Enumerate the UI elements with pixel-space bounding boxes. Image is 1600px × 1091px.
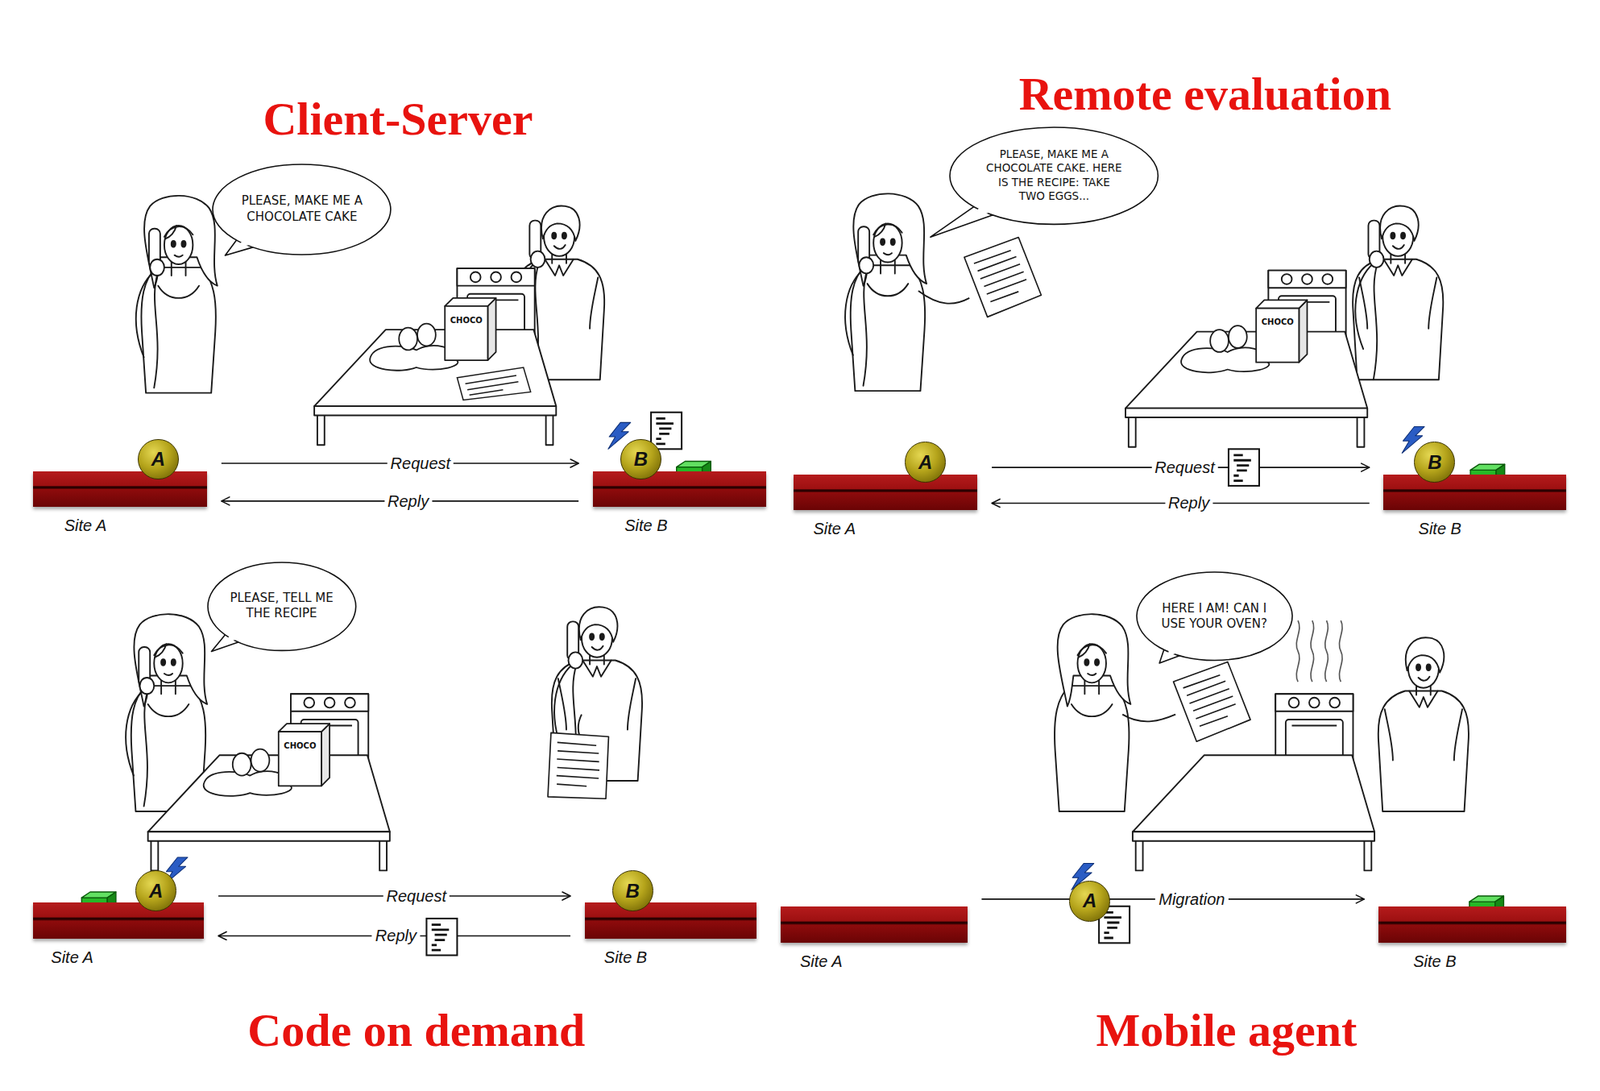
box-label-holder: CHOCO: [1261, 318, 1294, 327]
site-label: Site A: [812, 519, 856, 538]
agent-letter: A: [1082, 891, 1097, 911]
arrow-label: Reply: [1164, 493, 1213, 513]
telephone: [136, 228, 165, 389]
agent-letter: A: [149, 881, 163, 901]
site-label: Site A: [50, 948, 94, 966]
bubble-tail-join: [1167, 647, 1182, 657]
bubble-ellipse: [212, 164, 391, 255]
site-label: Site B: [604, 948, 647, 966]
site-platform: Site A: [793, 474, 978, 510]
site-platform: Site A: [780, 906, 968, 944]
site-label: Site B: [1418, 519, 1462, 538]
site-label: Site A: [800, 952, 843, 970]
site-platform: Site A: [33, 902, 205, 940]
arrow-label-holder: Reply: [372, 926, 420, 946]
speech-bubble: PLEASE, MAKE ME A CHOCOLATE CAKE. HERE I…: [949, 126, 1159, 225]
telephone: [125, 646, 154, 807]
site-platform: Site B: [584, 902, 757, 940]
woman-figure: [140, 195, 217, 394]
panel-title: Remote evaluation: [1019, 68, 1392, 121]
site-label: Site B: [624, 516, 668, 535]
panel-title-holder: Code on demand: [247, 1004, 585, 1057]
agent-ball: A: [135, 870, 177, 912]
bubble-ellipse: [1136, 572, 1293, 660]
speech-bubble: PLEASE, MAKE ME A CHOCOLATE CAKE: [211, 163, 392, 256]
recipe-sheet: [538, 725, 619, 809]
code-document: [1228, 448, 1260, 486]
cocoa-box-label: CHOCO: [283, 741, 316, 751]
arrow-label-holder: Reply: [1164, 493, 1213, 513]
arrow-label-holder: Request: [1151, 458, 1219, 477]
box-label-holder: CHOCO: [450, 316, 483, 325]
cocoa-box-label: CHOCO: [1261, 318, 1294, 327]
bubble-ellipse: [949, 127, 1158, 224]
box-label-holder: CHOCO: [283, 741, 316, 751]
code-document: [650, 412, 682, 450]
speech-bubble: HERE I AM! CAN I USE YOUR OVEN?: [1135, 571, 1294, 661]
bubble-tail-join: [238, 237, 257, 248]
heat-waves: [1296, 620, 1343, 682]
speech-text: HERE I AM! CAN I USE YOUR OVEN?: [1153, 601, 1275, 633]
telephone: [1355, 220, 1384, 381]
arrow-label-holder: Request: [383, 887, 451, 906]
agent-letter: B: [1427, 452, 1442, 473]
arrow-label-holder: Reply: [384, 491, 432, 510]
recipe-on-table: [456, 367, 531, 401]
ingredients: [369, 298, 496, 371]
agent-ball: A: [137, 439, 179, 481]
arrow-label: Migration: [1155, 889, 1228, 908]
speech-bubble: PLEASE, TELL ME THE RECIPE: [207, 561, 357, 651]
agent-ball: A: [904, 441, 946, 483]
speech-text: PLEASE, MAKE ME A CHOCOLATE CAKE: [231, 193, 373, 225]
arrow-label-holder: Migration: [1155, 889, 1228, 908]
panel-title-holder: Mobile agent: [1096, 1004, 1358, 1057]
arrow-label-holder: Request: [387, 454, 455, 473]
speech-text: PLEASE, TELL ME THE RECIPE: [223, 590, 340, 622]
arm: [1122, 714, 1176, 722]
man-figure: [1378, 637, 1469, 812]
telephone: [845, 226, 874, 386]
kitchen-table: [1132, 754, 1375, 871]
man-figure: [1352, 206, 1443, 381]
ingredients: [203, 723, 330, 796]
agent-letter: B: [634, 449, 648, 469]
agent-letter: A: [151, 449, 166, 469]
code-document: [426, 918, 457, 956]
site-label: Site A: [64, 516, 108, 535]
arrow-label: Request: [383, 887, 451, 906]
agent-letter: A: [918, 452, 933, 473]
panel-title-holder: Remote evaluation: [1019, 68, 1392, 121]
bubble-tail-join: [224, 632, 241, 643]
panel-title: Mobile agent: [1096, 1004, 1358, 1057]
woman-figure: [850, 193, 927, 391]
agent-ball: B: [620, 439, 662, 481]
bubble-tail-join: [966, 204, 996, 220]
site-platform: Site B: [1383, 474, 1567, 510]
bubble-ellipse: [207, 562, 357, 651]
agent-ball: A: [1069, 880, 1111, 922]
arrow-label: Reply: [372, 926, 420, 946]
agent-letter: B: [625, 881, 640, 901]
cocoa-box-label: CHOCO: [450, 316, 483, 325]
arrow-label: Request: [387, 454, 455, 473]
site-platform: Site A: [33, 471, 208, 507]
recipe-sheet: [962, 235, 1044, 320]
panel-title-holder: Client-Server: [262, 93, 533, 146]
site-platform: Site B: [1378, 906, 1567, 944]
woman-figure: [1054, 613, 1131, 812]
agent-ball: B: [1413, 441, 1455, 483]
arm: [918, 290, 970, 304]
speech-text: PLEASE, MAKE ME A CHOCOLATE CAKE. HERE I…: [985, 147, 1123, 204]
ingredients: [1181, 299, 1307, 373]
recipe-sheet: [1171, 659, 1252, 744]
agent-ball: B: [612, 870, 654, 912]
panel-title: Code on demand: [247, 1004, 585, 1057]
site-platform: Site B: [592, 471, 767, 507]
arrow-label: Reply: [384, 491, 432, 510]
site-label: Site B: [1413, 952, 1456, 970]
arrow-label: Request: [1151, 458, 1219, 477]
panel-title: Client-Server: [262, 93, 533, 146]
